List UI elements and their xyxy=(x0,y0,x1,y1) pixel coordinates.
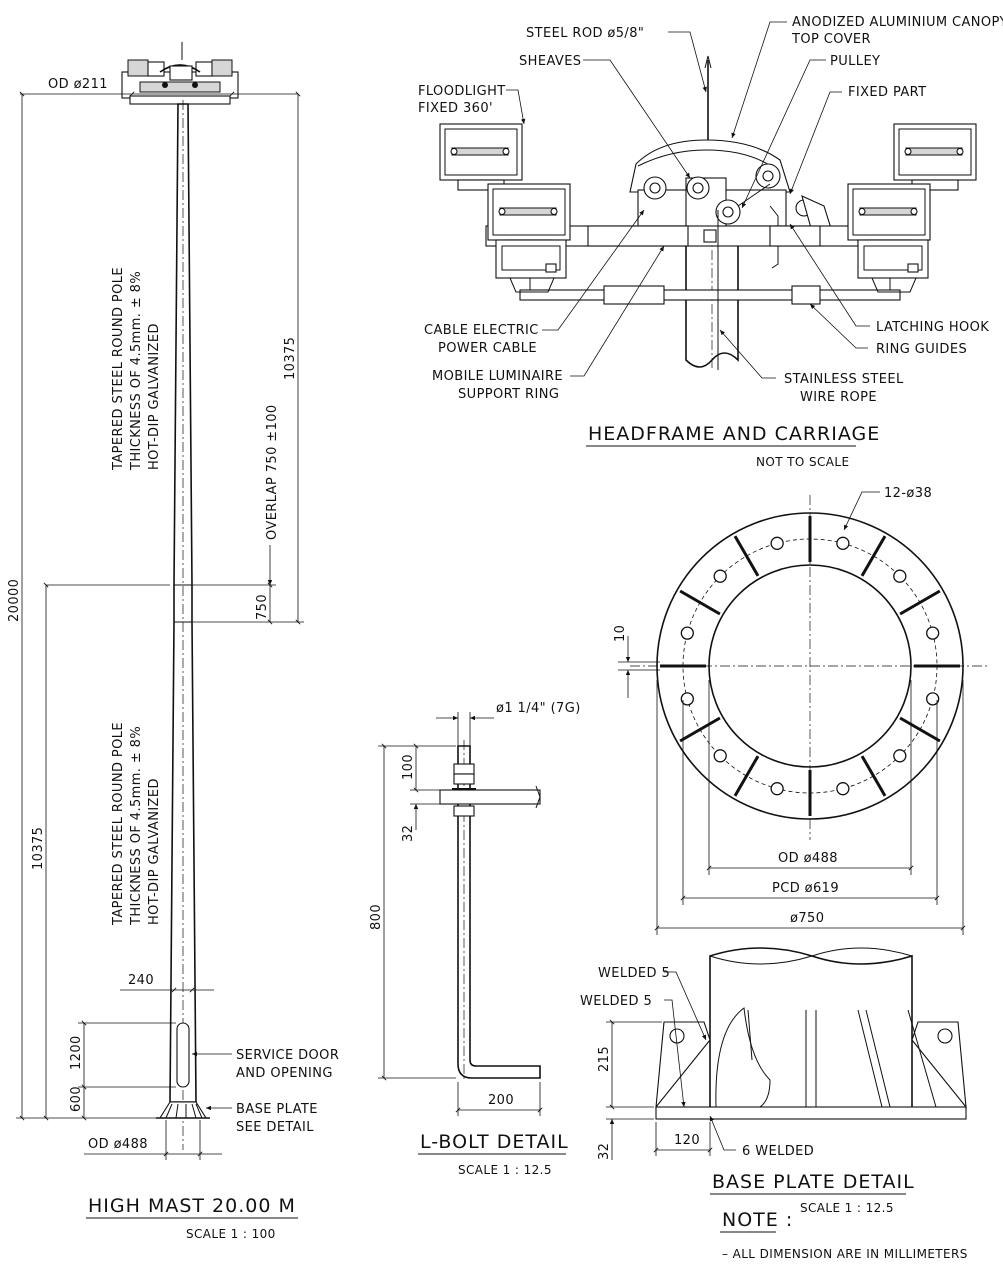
label-support-ring-2: SUPPORT RING xyxy=(458,387,559,402)
overlap-dim: 750 xyxy=(255,594,270,620)
service-door-label-1: SERVICE DOOR xyxy=(236,1048,339,1063)
flange-rib xyxy=(899,589,941,616)
l-bolt-detail: 100 32 800 ø1 1/4" (7G) 200 L-BOLT DETAI… xyxy=(369,701,581,1177)
bolt-hole xyxy=(893,749,907,763)
headframe-and-carriage: STEEL ROD ø5/8" ANODIZED ALUMINIUM CANOP… xyxy=(418,15,1003,469)
bolt-hole xyxy=(836,536,850,550)
bolt-hole xyxy=(926,692,940,706)
base-plate-elevation: WELDED 5 WELDED 5 6 WELDED 215 32 120 BA… xyxy=(580,947,967,1215)
dim-240: 240 xyxy=(128,973,154,988)
service-door-label-2: AND OPENING xyxy=(236,1066,333,1081)
dim-20000: 20000 xyxy=(7,579,22,622)
overlap-label: OVERLAP 750 ±100 xyxy=(265,404,280,540)
lbolt-title: L-BOLT DETAIL xyxy=(420,1131,569,1153)
bolt-hole xyxy=(770,536,784,550)
service-door xyxy=(176,1022,190,1088)
bp-dim-120: 120 xyxy=(674,1133,700,1148)
lbolt-dim-200: 200 xyxy=(488,1093,514,1108)
dim-10375-upper: 10375 xyxy=(283,337,298,380)
flange-rib xyxy=(679,716,721,743)
bp-dim-215: 215 xyxy=(597,1046,612,1072)
high-mast-elevation: OD ø211 20000 10375 10375 OVERLAP 750 ±1… xyxy=(7,42,339,1241)
mast-od-top: OD ø211 xyxy=(48,77,108,92)
mast-top-luminaires xyxy=(121,42,239,105)
welded-label-1: WELDED 5 xyxy=(598,966,670,981)
lbolt-dia: ø1 1/4" (7G) xyxy=(496,701,581,716)
label-canopy-1: ANODIZED ALUMINIUM CANOPY xyxy=(792,15,1003,30)
label-fixed-part: FIXED PART xyxy=(848,85,927,100)
bolt-hole xyxy=(713,569,727,583)
bolt-hole xyxy=(680,626,694,640)
label-canopy-2: TOP COVER xyxy=(791,32,871,47)
bolt-hole xyxy=(680,692,694,706)
flange-rib xyxy=(899,716,941,743)
label-pulley: PULLEY xyxy=(830,54,880,69)
welded-label-2: WELDED 5 xyxy=(580,994,652,1009)
label-support-ring-1: MOBILE LUMINAIRE xyxy=(432,369,563,384)
dim-10375-lower: 10375 xyxy=(31,827,46,870)
baseplate-scale: SCALE 1 : 12.5 xyxy=(800,1201,894,1215)
label-cable-2: POWER CABLE xyxy=(438,341,537,356)
flange-rib xyxy=(860,535,887,577)
note-label: NOTE : xyxy=(722,1209,793,1231)
label-steel-rod: STEEL ROD ø5/8" xyxy=(526,26,644,41)
headframe-title: HEADFRAME AND CARRIAGE xyxy=(588,423,880,445)
flange-pcd: PCD ø619 xyxy=(772,881,839,896)
pole-note-upper-3: HOT-DIP GALVANIZED xyxy=(147,323,162,470)
note-text: – ALL DIMENSION ARE IN MILLIMETERS xyxy=(722,1247,968,1261)
bolt-hole xyxy=(713,749,727,763)
pole-note-lower-1: TAPERED STEEL ROUND POLE xyxy=(111,722,126,926)
lbolt-dim-800: 800 xyxy=(369,904,384,930)
flange-od: OD ø488 xyxy=(778,851,838,866)
lbolt-dim-32: 32 xyxy=(401,825,416,842)
bp-dim-32: 32 xyxy=(597,1143,612,1160)
lbolt-dim-100: 100 xyxy=(401,754,416,780)
headframe-scale: NOT TO SCALE xyxy=(756,455,849,469)
label-floodlight-1: FLOODLIGHT xyxy=(418,84,506,99)
flange-rib xyxy=(733,755,760,797)
pole-note-lower-3: HOT-DIP GALVANIZED xyxy=(147,778,162,925)
base-plate-label-1: BASE PLATE xyxy=(236,1102,318,1117)
mast-scale: SCALE 1 : 100 xyxy=(186,1227,276,1241)
base-plate-plan: 12-ø38 10 OD ø488 PCD ø619 ø750 xyxy=(613,486,990,935)
label-latching-hook: LATCHING HOOK xyxy=(876,320,989,335)
bolt-hole xyxy=(926,626,940,640)
flange-dim-10: 10 xyxy=(613,625,628,642)
mast-od-bottom: OD ø488 xyxy=(88,1137,148,1152)
base-plate-label-2: SEE DETAIL xyxy=(236,1120,314,1135)
label-ring-guides: RING GUIDES xyxy=(876,342,967,357)
welded-label-6: 6 WELDED xyxy=(742,1144,814,1159)
pole-note-lower-2: THICKNESS OF 4.5mm. ± 8% xyxy=(129,726,144,926)
label-sheaves: SHEAVES xyxy=(519,54,581,69)
flange-outer: ø750 xyxy=(790,911,824,926)
label-wire-rope-1: STAINLESS STEEL xyxy=(784,372,904,387)
pole-note-upper-2: THICKNESS OF 4.5mm. ± 8% xyxy=(129,271,144,471)
bolt-hole xyxy=(770,782,784,796)
mast-title: HIGH MAST 20.00 M xyxy=(88,1195,296,1217)
flange-rib xyxy=(733,535,760,577)
pole-note-upper-1: TAPERED STEEL ROUND POLE xyxy=(111,267,126,471)
note-block: NOTE : – ALL DIMENSION ARE IN MILLIMETER… xyxy=(720,1209,968,1261)
dim-600: 600 xyxy=(69,1086,84,1112)
flange-holes-label: 12-ø38 xyxy=(884,486,932,501)
baseplate-title: BASE PLATE DETAIL xyxy=(712,1171,915,1193)
flange-rib xyxy=(860,755,887,797)
flange-rib xyxy=(679,589,721,616)
label-floodlight-2: FIXED 360' xyxy=(418,101,493,116)
label-wire-rope-2: WIRE ROPE xyxy=(800,390,877,405)
label-cable-1: CABLE ELECTRIC xyxy=(424,323,539,338)
lbolt-scale: SCALE 1 : 12.5 xyxy=(458,1163,552,1177)
dim-1200: 1200 xyxy=(69,1035,84,1070)
bolt-hole xyxy=(836,782,850,796)
bolt-hole xyxy=(893,569,907,583)
